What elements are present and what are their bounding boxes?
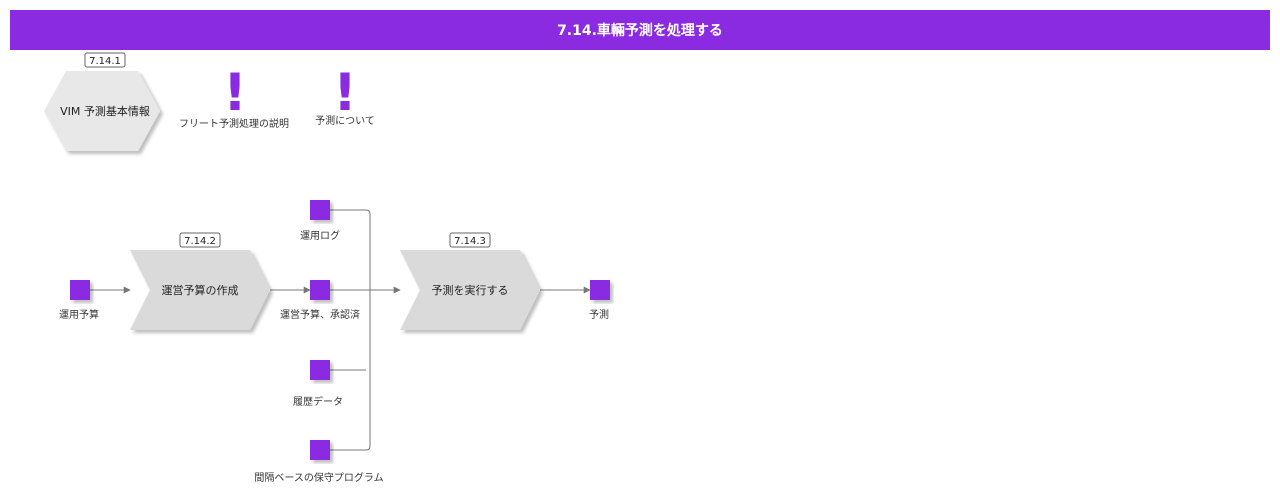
note-about-forecast[interactable]: ! 予測について [315,63,375,127]
object-forecast-output[interactable]: 予測 [589,280,610,321]
svg-text:7.14.3: 7.14.3 [454,236,486,247]
exclamation-icon: ! [333,63,357,123]
object-history-data[interactable]: 履歴データ [293,360,343,408]
object-label: 運用予算 [59,308,99,321]
note-fleet-forecast-description[interactable]: ! フリート予測処理の説明 [179,63,289,130]
object-label: 履歴データ [293,395,343,408]
process-id-tag-7-14-2: 7.14.2 [179,232,221,248]
svg-text:7.14.1: 7.14.1 [89,56,121,67]
object-label: 運営予算、承認済 [280,308,360,321]
object-label: 運用ログ [300,229,340,242]
note-label: フリート予測処理の説明 [179,117,289,130]
step-label: 運営予算の作成 [162,283,239,297]
step-create-operating-budget[interactable]: 運営予算の作成 [130,250,270,330]
step-run-forecast[interactable]: 予測を実行する [400,250,540,330]
object-approved-budget[interactable]: 運営予算、承認済 [280,280,360,321]
process-vim-forecast-basics[interactable]: VIM 予測基本情報 [44,71,160,151]
process-id-tag-7-14-3: 7.14.3 [449,232,491,248]
object-operating-budget-input[interactable]: 運用予算 [59,280,99,321]
object-label: 間隔ベースの保守プログラム [254,471,383,484]
process-id-tag-7-14-1: 7.14.1 [84,52,126,68]
step-label: 予測を実行する [432,283,509,297]
object-label: 予測 [589,308,609,321]
note-label: 予測について [315,114,375,127]
object-operation-log[interactable]: 運用ログ [300,200,340,242]
process-vim-forecast-basics-label: VIM 予測基本情報 [60,104,150,118]
page-title: 7.14.車輛予測を処理する [10,10,1270,50]
exclamation-icon: ! [223,63,247,123]
svg-text:7.14.2: 7.14.2 [184,236,216,247]
connectors [90,209,591,451]
object-maintenance-program[interactable]: 間隔ベースの保守プログラム [254,440,384,484]
